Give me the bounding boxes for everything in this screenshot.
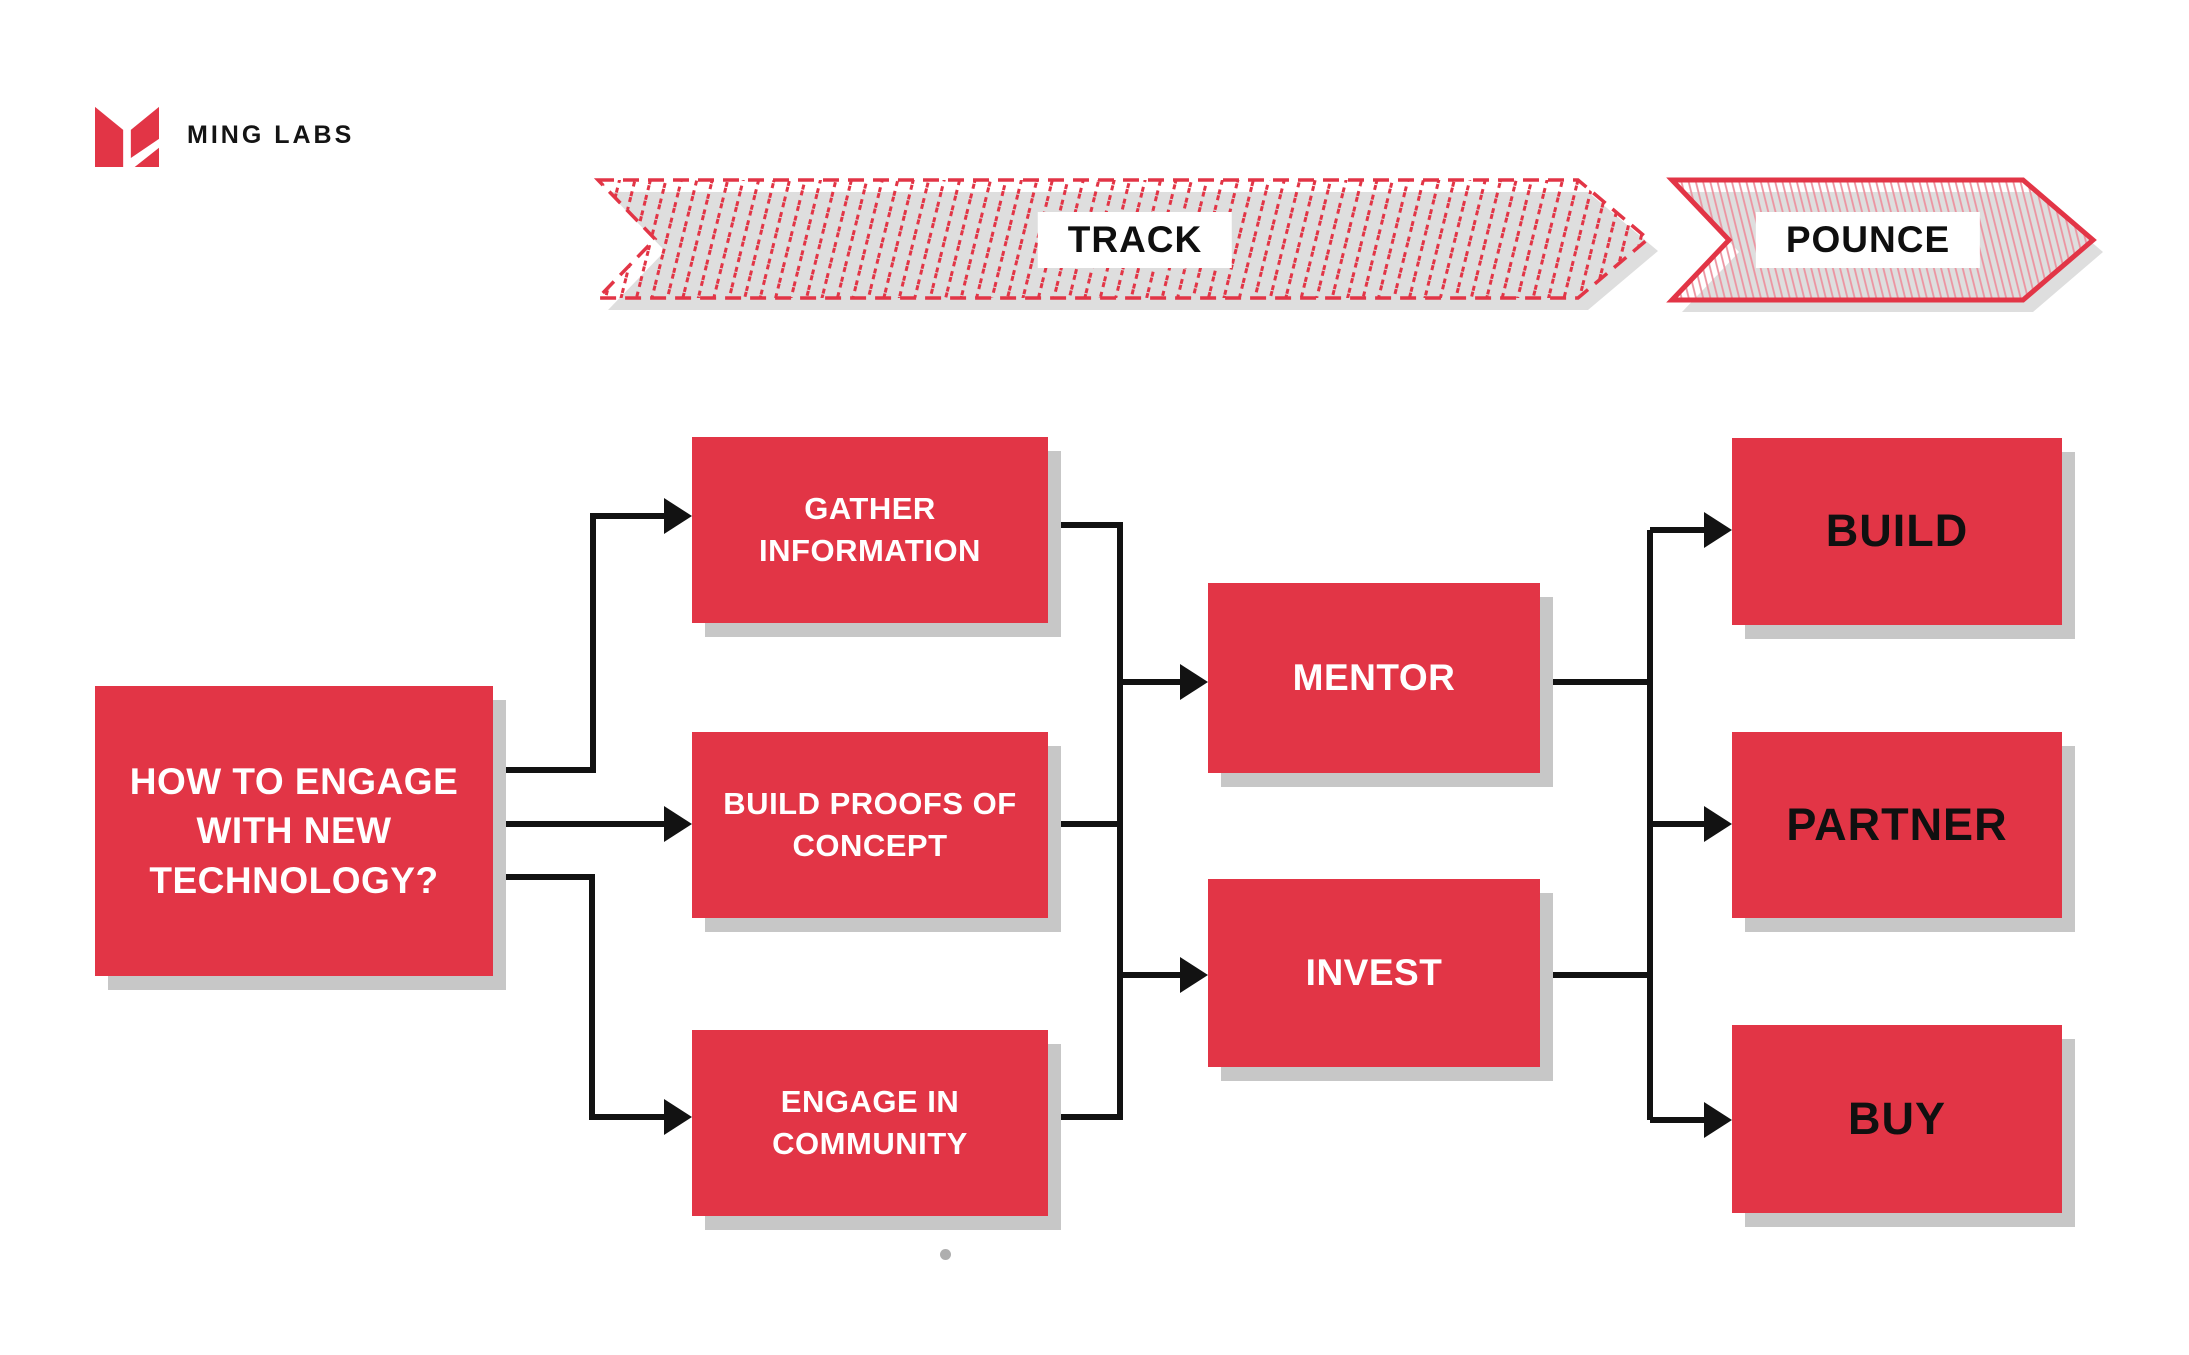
pounce-action-label: BUY (1847, 1092, 1946, 1144)
arrowhead-partner (1704, 806, 1732, 842)
engagement-mode-invest: INVEST (1208, 879, 1540, 1067)
arrowhead-proofs (664, 806, 692, 842)
arrowhead-gather (664, 498, 692, 534)
pounce-action-label: PARTNER (1786, 798, 2008, 850)
track-step-engage-community: ENGAGE IN COMMUNITY (692, 1030, 1048, 1216)
brand-name: MING LABS (187, 120, 355, 149)
arrowhead-buy (1704, 1102, 1732, 1138)
decorative-dot (940, 1249, 951, 1260)
pounce-action-partner: PARTNER (1732, 732, 2062, 918)
arrowhead-invest (1180, 957, 1208, 993)
pounce-action-build: BUILD (1732, 438, 2062, 625)
track-banner-label: TRACK (1037, 212, 1233, 268)
connector-question-to-gather (493, 513, 666, 773)
question-box: HOW TO ENGAGE WITH NEW TECHNOLOGY? (95, 686, 493, 976)
engagement-mode-mentor: MENTOR (1208, 583, 1540, 773)
question-box-label: HOW TO ENGAGE WITH NEW TECHNOLOGY? (129, 760, 459, 901)
connector-track-bus (1048, 522, 1123, 1120)
brand-logo: MING LABS (95, 100, 354, 170)
connector-question-to-community (493, 874, 666, 1120)
track-step-label: GATHER INFORMATION (759, 491, 981, 568)
track-step-gather-information: GATHER INFORMATION (692, 437, 1048, 623)
ming-labs-logo-icon (95, 106, 159, 167)
arrowhead-community (664, 1099, 692, 1135)
pounce-banner-label: POUNCE (1755, 212, 1981, 268)
pounce-action-label: BUILD (1825, 505, 1969, 557)
arrowhead-build (1704, 512, 1732, 548)
track-step-label: ENGAGE IN COMMUNITY (772, 1084, 968, 1161)
engagement-mode-label: MENTOR (1292, 657, 1456, 699)
pounce-action-buy: BUY (1732, 1025, 2062, 1213)
track-step-label: BUILD PROOFS OF CONCEPT (723, 786, 1017, 863)
engagement-mode-label: INVEST (1305, 952, 1443, 994)
arrowhead-mentor (1180, 664, 1208, 700)
track-step-build-proofs: BUILD PROOFS OF CONCEPT (692, 732, 1048, 918)
